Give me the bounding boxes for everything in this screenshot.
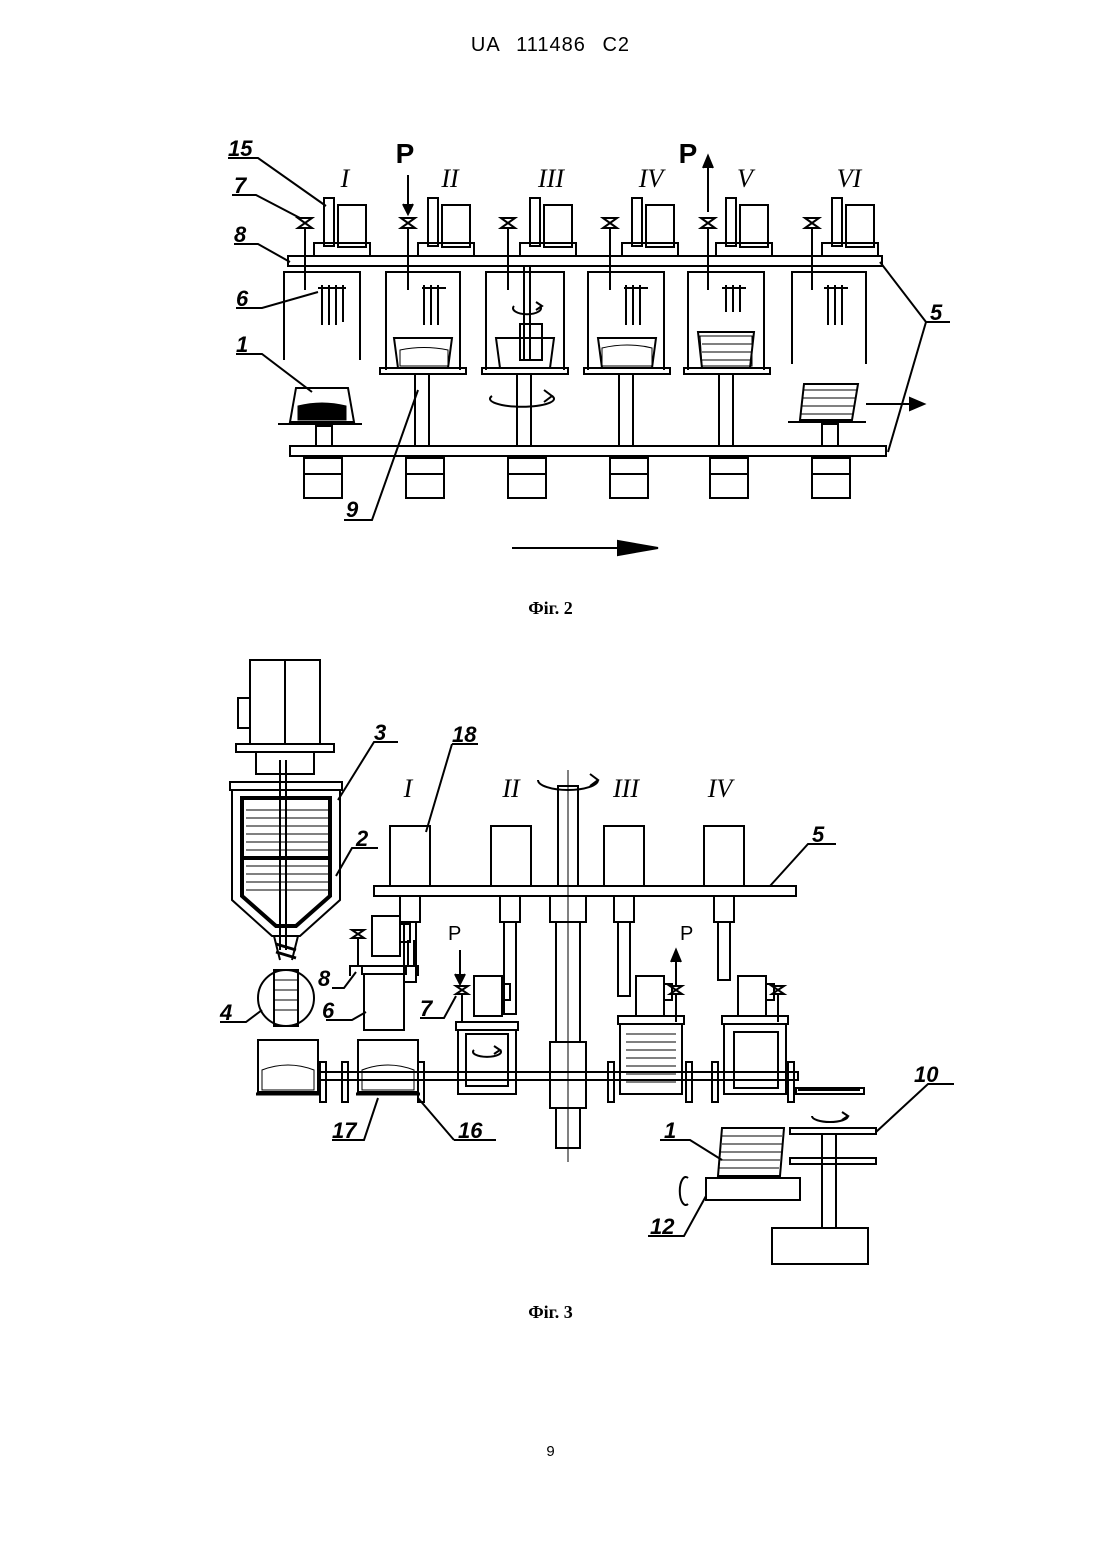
fig3-ref-6: 6	[322, 998, 335, 1023]
fig3-station-label-III: III	[612, 774, 640, 803]
fig2-pressure-out-label: P	[679, 138, 698, 169]
rotary-table	[318, 1072, 798, 1080]
fig3-ref-8: 8	[318, 966, 331, 991]
fig3-ref-18: 18	[452, 722, 477, 747]
fig3-ref-17: 17	[332, 1118, 358, 1143]
fig2-ref-7: 7	[234, 173, 248, 198]
fig3-ref-5: 5	[812, 822, 825, 847]
fig3-pressure-out-label: P	[680, 923, 693, 945]
fig2-station-II	[380, 198, 474, 498]
fig2-station-label-I: I	[340, 164, 351, 193]
fig3-station-label-IV: IV	[707, 774, 736, 803]
figure-3-caption: Фіг. 3	[0, 1302, 1101, 1323]
fig3-ref-16: 16	[458, 1118, 483, 1143]
fig3-station-unit-I	[456, 976, 518, 1094]
upper-plate	[288, 256, 882, 266]
fig3-ref-4: 4	[219, 1000, 232, 1025]
fig3-pressure-in-label: P	[448, 923, 461, 945]
unload-station	[680, 1112, 876, 1264]
fig2-station-label-IV: IV	[638, 164, 667, 193]
fig2-pressure-in-label: P	[396, 138, 415, 169]
fig3-ref-2: 2	[355, 826, 369, 851]
fig3-piston-III	[604, 826, 644, 886]
fig3-station-label-I: I	[403, 774, 414, 803]
fig3-unit-6-8	[350, 916, 418, 1030]
figure-3-diagram	[220, 660, 954, 1264]
mold-container-17	[256, 1040, 326, 1102]
fig3-station-unit-III	[608, 976, 692, 1102]
turret-plate	[374, 886, 796, 896]
fig2-station-V	[684, 198, 772, 498]
fig3-station-label-II: II	[501, 774, 521, 803]
fig3-piston-I	[390, 826, 430, 886]
fig2-station-label-VI: VI	[837, 164, 863, 193]
fig2-station-label-III: III	[537, 164, 565, 193]
fig2-station-III	[482, 198, 576, 498]
fig3-piston-II	[491, 826, 531, 886]
fig3-station-unit-IV	[712, 976, 794, 1102]
lower-plate	[290, 446, 886, 456]
fig3-ref-10: 10	[914, 1062, 939, 1087]
fig2-station-I	[278, 198, 370, 498]
fig2-station-label-II: II	[440, 164, 460, 193]
central-column	[538, 770, 598, 1162]
figure-2-diagram	[228, 156, 950, 555]
figure-2-caption: Фіг. 2	[0, 598, 1101, 619]
fig2-ref-15: 15	[228, 136, 253, 161]
fig2-ref-9: 9	[346, 497, 359, 522]
page-number: 9	[0, 1443, 1101, 1460]
fig3-piston-IV	[704, 826, 744, 886]
fig3-ref-3: 3	[374, 720, 386, 745]
fig2-station-VI	[788, 198, 924, 498]
fig2-station-label-V: V	[737, 164, 756, 193]
fig3-ref-7: 7	[420, 996, 434, 1021]
fig3-ref-12: 12	[650, 1214, 675, 1239]
fig3-ref-1: 1	[664, 1118, 676, 1143]
fig2-ref-5: 5	[930, 300, 943, 325]
fig2-ref-1: 1	[236, 332, 248, 357]
fig2-ref-6: 6	[236, 286, 249, 311]
fig2-station-IV	[584, 198, 678, 498]
fig2-ref-8: 8	[234, 222, 247, 247]
